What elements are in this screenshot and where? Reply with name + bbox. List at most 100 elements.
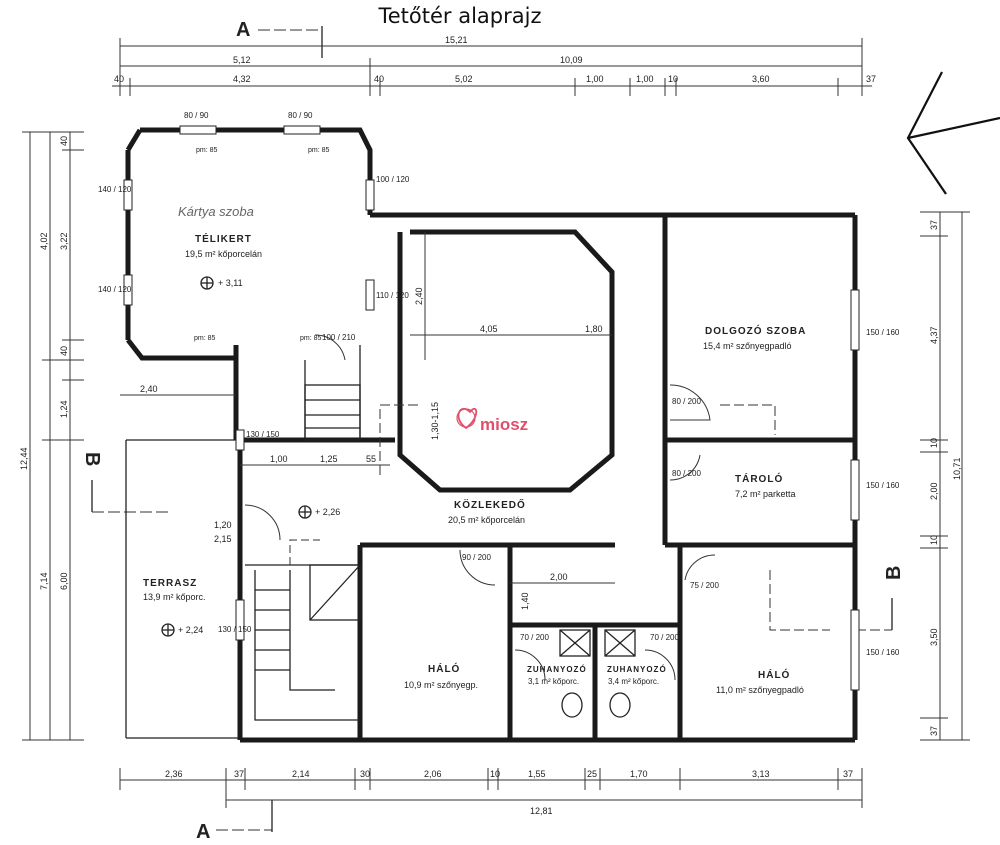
room-area-halo-1: 10,9 m² szőnyegp. — [404, 680, 478, 690]
door-size-labels: 100 / 210 80 / 200 80 / 200 90 / 200 75 … — [322, 333, 719, 642]
svg-text:B: B — [883, 566, 905, 580]
svg-text:75 / 200: 75 / 200 — [690, 581, 719, 590]
svg-text:4,32: 4,32 — [233, 74, 251, 84]
svg-text:70 / 200: 70 / 200 — [520, 633, 549, 642]
svg-text:100 / 210: 100 / 210 — [322, 333, 356, 342]
svg-text:pm: 85: pm: 85 — [196, 147, 218, 154]
page-title: Tetőtér alaprajz — [378, 4, 542, 28]
svg-text:2,14: 2,14 — [292, 769, 310, 779]
svg-text:130 / 150: 130 / 150 — [218, 625, 252, 634]
north-arrow-icon — [906, 71, 1000, 195]
svg-text:3,60: 3,60 — [752, 74, 770, 84]
svg-text:10: 10 — [668, 74, 678, 84]
section-marker-b-left: B — [81, 452, 170, 513]
svg-text:3,13: 3,13 — [752, 769, 770, 779]
svg-text:3,22: 3,22 — [59, 232, 69, 250]
svg-text:1,55: 1,55 — [528, 769, 546, 779]
section-marker-b-right: B — [856, 566, 905, 631]
svg-text:40: 40 — [114, 74, 124, 84]
section-marker-a-bottom: A — [196, 800, 273, 843]
svg-text:150 / 160: 150 / 160 — [866, 481, 900, 490]
window-size-labels: 80 / 90 80 / 90 140 / 120 140 / 120 100 … — [98, 111, 900, 657]
room-name-kozlekedo: KÖZLEKEDŐ — [454, 498, 526, 511]
svg-text:15,21: 15,21 — [445, 35, 468, 45]
room-name-halo-2: HÁLÓ — [758, 668, 790, 681]
svg-text:1,00: 1,00 — [636, 74, 654, 84]
svg-text:+ 2,24: + 2,24 — [178, 625, 203, 635]
svg-text:2,40: 2,40 — [140, 384, 158, 394]
svg-text:2,00: 2,00 — [550, 572, 568, 582]
svg-text:37: 37 — [843, 769, 853, 779]
room-area-zuhanyozo-1: 3,1 m² kőporc. — [528, 677, 579, 686]
room-area-tarolo: 7,2 m² parketta — [735, 489, 796, 499]
svg-text:pm: 85: pm: 85 — [194, 335, 216, 342]
svg-text:12,81: 12,81 — [530, 806, 553, 816]
room-area-telikert: 19,5 m² kőporcelán — [185, 249, 262, 259]
svg-text:2,00: 2,00 — [929, 482, 939, 500]
svg-text:+ 3,11: + 3,11 — [218, 278, 243, 288]
svg-text:37: 37 — [866, 74, 876, 84]
level-markers: + 3,11 + 2,26 + 2,24 — [161, 276, 340, 637]
room-name-zuhanyozo-2: ZUHANYOZÓ — [607, 665, 667, 674]
svg-text:4,05: 4,05 — [480, 324, 498, 334]
svg-text:+ 2,26: + 2,26 — [315, 507, 340, 517]
octagonal-hall — [397, 229, 615, 493]
svg-text:37: 37 — [234, 769, 244, 779]
svg-text:140 / 120: 140 / 120 — [98, 185, 132, 194]
svg-text:1,80: 1,80 — [585, 324, 603, 334]
svg-text:140 / 120: 140 / 120 — [98, 285, 132, 294]
svg-text:6,00: 6,00 — [59, 572, 69, 590]
room-name-dolgozo: DOLGOZÓ SZOBA — [705, 324, 806, 337]
svg-text:1,24: 1,24 — [59, 400, 69, 418]
svg-text:1,20: 1,20 — [214, 520, 232, 530]
room-area-kozlekedo: 20,5 m² kőporcelán — [448, 515, 525, 525]
svg-text:100 / 120: 100 / 120 — [376, 175, 410, 184]
handwritten-note: Kártya szoba — [178, 204, 254, 219]
dimension-right: 10,71 4,37 2,00 3,50 37 10 10 37 — [920, 211, 970, 741]
svg-text:55: 55 — [366, 454, 376, 464]
interior-dimensions: 4,05 1,80 2,40 1,30-1,15 2,00 1,40 1,00 … — [120, 232, 615, 610]
room-name-tarolo: TÁROLÓ — [735, 472, 783, 485]
svg-text:110 / 120: 110 / 120 — [376, 291, 409, 300]
svg-text:2,40: 2,40 — [414, 287, 424, 305]
svg-text:4,37: 4,37 — [929, 326, 939, 344]
svg-text:10: 10 — [490, 769, 500, 779]
svg-text:150 / 160: 150 / 160 — [866, 328, 900, 337]
svg-text:10,71: 10,71 — [952, 457, 962, 480]
section-marker-a-top: A — [236, 19, 323, 58]
svg-text:B: B — [81, 452, 103, 466]
dimension-top: 15,21 5,12 10,09 40 4,32 40 5,02 1,00 1,… — [112, 35, 876, 96]
svg-text:150 / 160: 150 / 160 — [866, 648, 900, 657]
room-name-terrasz: TERRASZ — [143, 578, 197, 589]
room-name-telikert: TÉLIKERT — [195, 232, 252, 245]
doors — [244, 334, 716, 681]
svg-text:37: 37 — [929, 220, 939, 230]
svg-text:1,25: 1,25 — [320, 454, 338, 464]
svg-text:3,50: 3,50 — [929, 628, 939, 646]
svg-text:80 / 200: 80 / 200 — [672, 397, 701, 406]
svg-text:A: A — [196, 821, 210, 843]
dashed-lines — [289, 404, 830, 631]
room-area-zuhanyozo-2: 3,4 m² kőporc. — [608, 677, 659, 686]
room-name-halo-1: HÁLÓ — [428, 662, 460, 675]
svg-text:2,06: 2,06 — [424, 769, 442, 779]
room-name-zuhanyozo-1: ZUHANYOZÓ — [527, 665, 587, 674]
svg-text:1,70: 1,70 — [630, 769, 648, 779]
dimension-bottom: 2,36 37 2,14 30 2,06 10 1,55 25 1,70 3,1… — [119, 768, 863, 816]
room-labels: TÉLIKERT 19,5 m² kőporcelán Kártya szoba… — [143, 204, 806, 695]
svg-text:10: 10 — [929, 535, 939, 545]
svg-text:37: 37 — [929, 726, 939, 736]
svg-text:7,14: 7,14 — [39, 572, 49, 590]
svg-text:5,12: 5,12 — [233, 55, 251, 65]
svg-text:5,02: 5,02 — [455, 74, 473, 84]
svg-text:40: 40 — [59, 346, 69, 356]
svg-text:130 / 150: 130 / 150 — [246, 430, 280, 439]
shower-fixtures — [559, 629, 636, 718]
svg-text:80 / 200: 80 / 200 — [672, 469, 701, 478]
svg-text:2,15: 2,15 — [214, 534, 232, 544]
svg-text:2,36: 2,36 — [165, 769, 183, 779]
svg-text:40: 40 — [374, 74, 384, 84]
room-area-terrasz: 13,9 m² kőporc. — [143, 592, 206, 602]
svg-text:4,02: 4,02 — [39, 232, 49, 250]
